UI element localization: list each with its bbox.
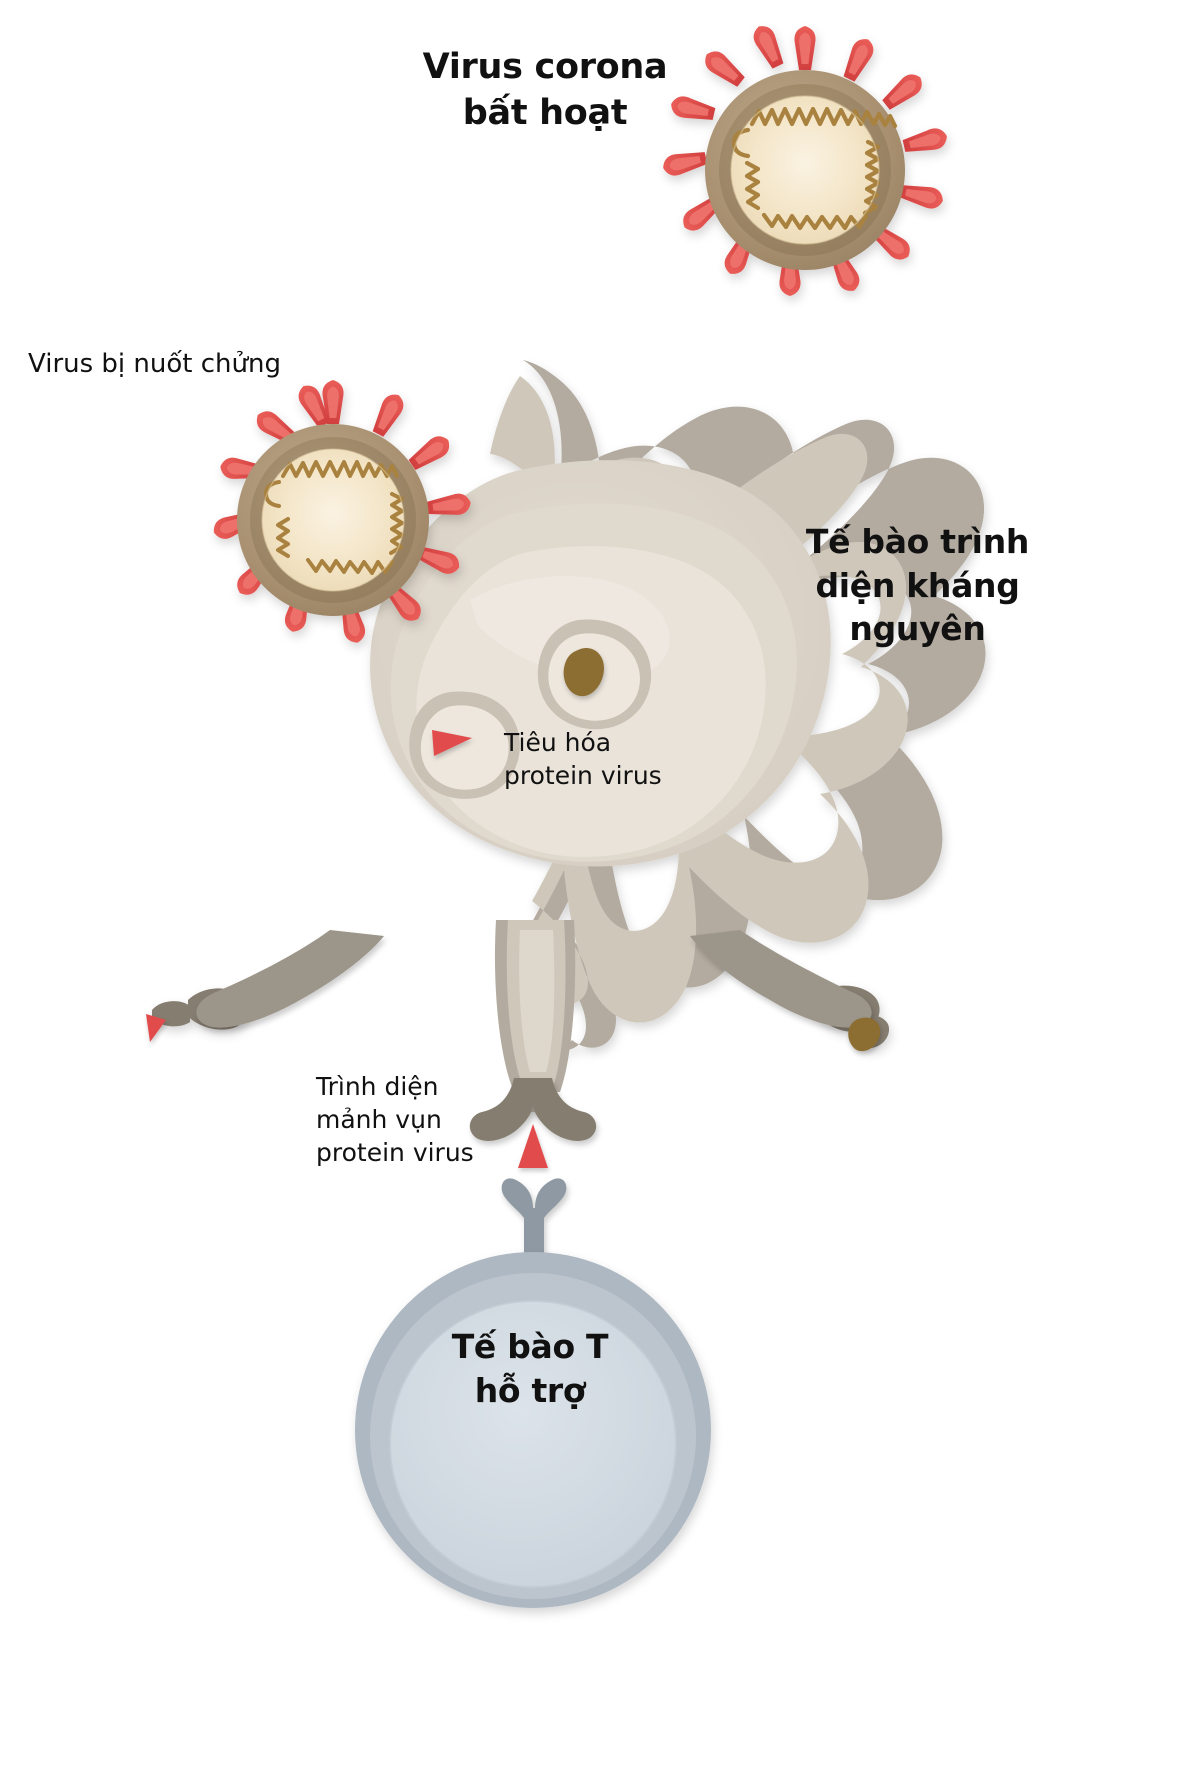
dendrite-arm-right bbox=[690, 930, 872, 1028]
label-helper-t-cell: Tế bào T hỗ trợ bbox=[451, 1327, 609, 1410]
dendrite-arm-left bbox=[196, 930, 384, 1028]
inactivated-coronavirus bbox=[660, 21, 950, 296]
label-virus-engulfed: Virus bị nuốt chửng bbox=[28, 349, 281, 379]
label-antigen-presenting-cell: Tế bào trình diện kháng nguyên bbox=[805, 522, 1030, 649]
mhc-molecule bbox=[469, 1078, 597, 1141]
antigen-peptide-fragment bbox=[518, 1124, 548, 1168]
phagosome-with-rna-fragment bbox=[537, 619, 652, 730]
viral-rna-engulfed bbox=[264, 460, 404, 575]
label-digest-viral-protein: Tiêu hóa protein virus bbox=[504, 728, 662, 790]
presenting-arm bbox=[494, 920, 576, 1092]
engulfed-coronavirus bbox=[210, 380, 472, 646]
label-present-viral-fragments: Trình diện mảnh vụn protein virus bbox=[316, 1072, 474, 1167]
helper-t-cell bbox=[355, 1252, 711, 1608]
peptide-fragment-left bbox=[146, 1014, 166, 1042]
viral-rna bbox=[731, 106, 898, 231]
page-title-virus: Virus corona bất hoạt bbox=[422, 47, 668, 133]
phagosome-with-spike-fragment bbox=[409, 691, 520, 799]
rna-fragment-right bbox=[848, 1017, 881, 1052]
